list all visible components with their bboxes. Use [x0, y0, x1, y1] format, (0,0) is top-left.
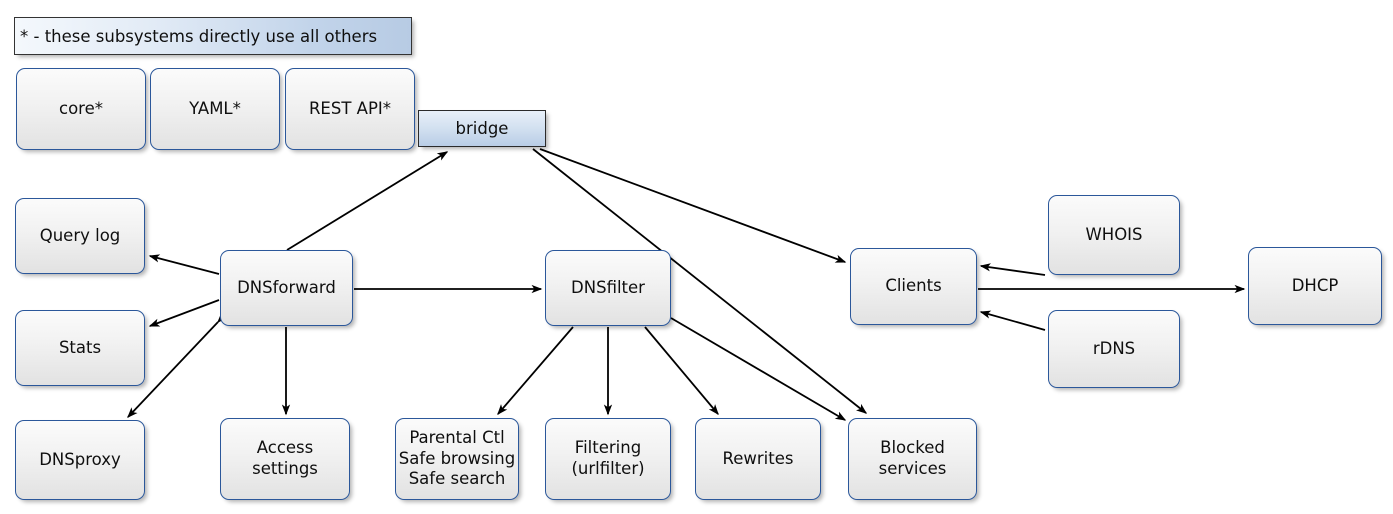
node-query-log-label: Query log: [39, 225, 121, 245]
node-parental-control-label: Parental Ctl Safe browsing Safe search: [398, 427, 516, 489]
node-rdns[interactable]: rDNS: [1048, 310, 1180, 388]
edge-dnsfilter-blocked: [670, 317, 847, 421]
node-dnsforward[interactable]: DNSforward: [220, 250, 353, 326]
node-filtering[interactable]: Filtering (urlfilter): [545, 418, 671, 500]
edge-dnsforward-querylog: [148, 254, 220, 275]
node-access-settings-label: Access settings: [252, 438, 318, 478]
node-core[interactable]: core*: [16, 68, 146, 150]
edge-whois-clients: [979, 263, 1046, 276]
edge-dnsfilter-rewrites: [644, 326, 719, 416]
node-rewrites-label: Rewrites: [722, 448, 794, 468]
node-rdns-label: rDNS: [1092, 338, 1136, 358]
node-clients[interactable]: Clients: [850, 248, 977, 325]
node-core-label: core*: [59, 98, 103, 118]
node-dnsproxy-label: DNSproxy: [39, 449, 121, 469]
node-parental-control[interactable]: Parental Ctl Safe browsing Safe search: [395, 418, 519, 500]
node-dhcp-label: DHCP: [1291, 275, 1339, 295]
node-blocked-services[interactable]: Blocked services: [848, 418, 977, 500]
node-rest-api[interactable]: REST API*: [285, 68, 415, 150]
node-query-log[interactable]: Query log: [15, 198, 145, 274]
node-dnsforward-label: DNSforward: [237, 277, 336, 297]
node-bridge[interactable]: bridge: [418, 110, 546, 147]
node-yaml[interactable]: YAML*: [150, 68, 280, 150]
edge-bridge-clients: [539, 148, 847, 263]
node-yaml-label: YAML*: [189, 98, 241, 118]
node-whois[interactable]: WHOIS: [1048, 195, 1180, 275]
node-blocked-services-label: Blocked services: [878, 438, 947, 478]
node-rest-api-label: REST API*: [308, 98, 392, 118]
node-dnsfilter-label: DNSfilter: [571, 277, 645, 297]
legend-note: * - these subsystems directly use all ot…: [14, 17, 412, 55]
node-filtering-label: Filtering (urlfilter): [571, 438, 645, 478]
node-access-settings[interactable]: Access settings: [220, 418, 350, 500]
node-dhcp[interactable]: DHCP: [1248, 247, 1382, 325]
node-clients-label: Clients: [885, 276, 942, 296]
edge-dnsfilter-parental: [497, 326, 574, 416]
legend-note-label: * - these subsystems directly use all ot…: [20, 26, 378, 46]
node-rewrites[interactable]: Rewrites: [695, 418, 821, 500]
node-dnsproxy[interactable]: DNSproxy: [15, 420, 145, 500]
node-stats[interactable]: Stats: [15, 310, 145, 386]
edge-dnsforward-stats: [148, 299, 220, 327]
node-dnsfilter[interactable]: DNSfilter: [545, 250, 671, 326]
node-bridge-label: bridge: [455, 119, 509, 138]
node-stats-label: Stats: [58, 337, 102, 357]
node-whois-label: WHOIS: [1085, 224, 1143, 244]
edge-dnsforward-bridge: [286, 151, 449, 251]
edge-rdns-clients: [979, 310, 1046, 331]
